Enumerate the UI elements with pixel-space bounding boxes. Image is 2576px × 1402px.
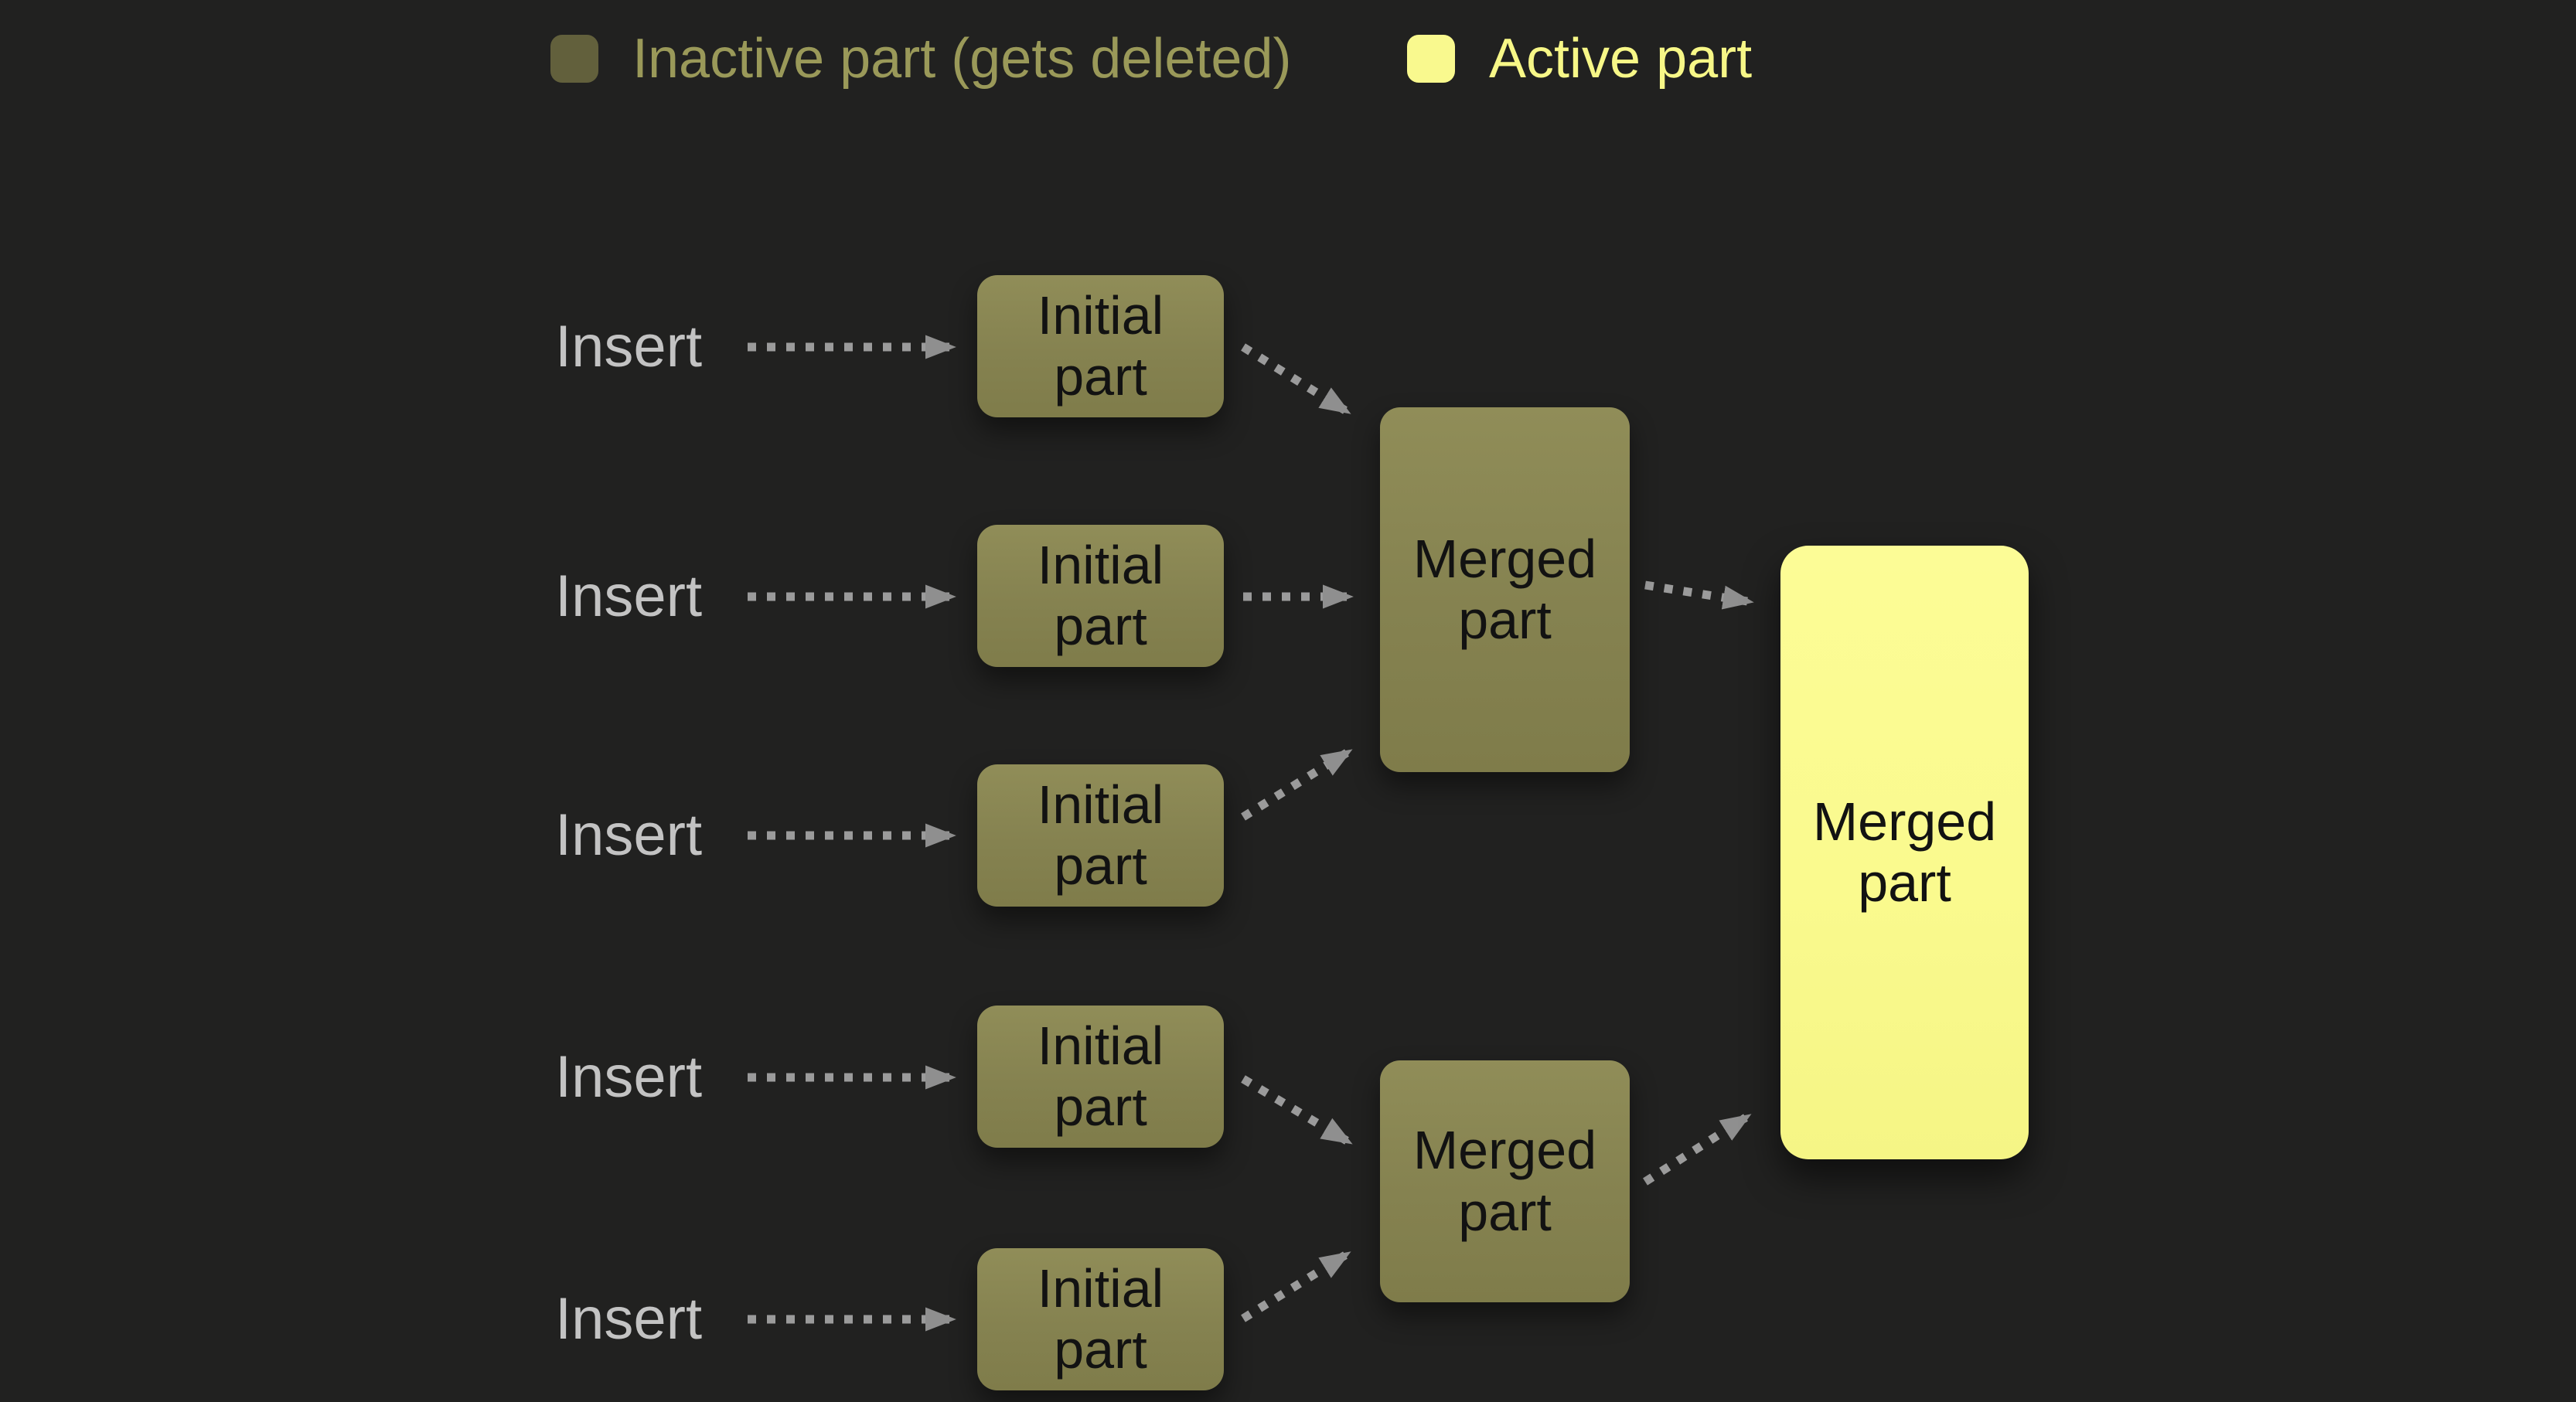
insert-label-4: Insert <box>555 1044 703 1110</box>
merged-part-box-2: Merged part <box>1380 1060 1630 1302</box>
arrow-initial3-merged1 <box>1241 749 1353 821</box>
final-merged-part-box: Merged part <box>1780 546 2029 1159</box>
legend-label-inactive: Inactive part (gets deleted) <box>632 28 1292 90</box>
active-swatch-icon <box>1407 35 1455 83</box>
insert-label-5: Insert <box>555 1286 703 1352</box>
initial-part-box-5: Initial part <box>977 1248 1224 1390</box>
initial-part-box-2: Initial part <box>977 525 1224 667</box>
arrow-initial5-merged2 <box>1241 1251 1351 1322</box>
insert-label-3: Insert <box>555 802 703 868</box>
initial-part-box-3: Initial part <box>977 764 1224 907</box>
arrow-merged1-final <box>1644 580 1754 610</box>
insert-label-2: Insert <box>555 563 703 629</box>
inactive-swatch-icon <box>550 35 598 83</box>
initial-part-box-4: Initial part <box>977 1006 1224 1148</box>
initial-part-box-1: Initial part <box>977 275 1224 417</box>
arrow-initial4-merged2 <box>1241 1075 1353 1145</box>
insert-label-1: Insert <box>555 314 703 379</box>
legend-label-active: Active part <box>1489 28 1753 90</box>
legend-item-inactive: Inactive part (gets deleted) <box>550 28 1292 90</box>
legend-item-active: Active part <box>1407 28 1753 90</box>
arrow-merged2-final <box>1643 1114 1752 1186</box>
arrow-initial1-merged1 <box>1241 343 1351 414</box>
merged-part-box-1: Merged part <box>1380 407 1630 772</box>
